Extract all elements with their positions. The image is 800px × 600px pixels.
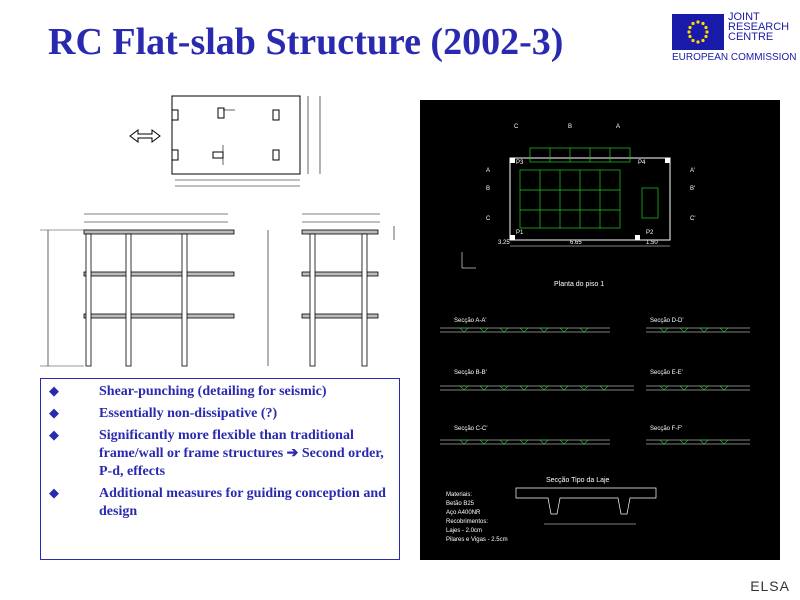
grid-label: A [486, 168, 490, 174]
grid-label: C' [690, 216, 695, 222]
section-label: Secção C-C' [454, 426, 488, 432]
grid-label: B' [690, 186, 695, 192]
list-item: ◆ Additional measures for guiding concep… [49, 485, 393, 521]
materials-line: Recobrimentos: [446, 519, 488, 525]
materials-line: Aço A400NR [446, 510, 481, 516]
diamond-bullet-icon: ◆ [49, 405, 59, 420]
materials-line: Materiais: [446, 492, 472, 498]
structure-sketch [30, 90, 410, 370]
footer-elsa: ELSA [750, 578, 790, 594]
list-item: ◆ Essentially non-dissipative (?) [49, 405, 393, 423]
diamond-bullet-icon: ◆ [49, 427, 59, 442]
jrc-logo: JOINT RESEARCH CENTRE EUROPEAN COMMISSIO… [672, 11, 796, 63]
pillar-label: P1 [516, 230, 524, 236]
grid-label: B [568, 124, 572, 130]
slide-title: RC Flat-slab Structure (2002-3) [48, 21, 564, 63]
bullet-text: Essentially non-dissipative (?) [99, 406, 278, 421]
logo-line-1: JOINT [728, 11, 760, 23]
cad-drawing: P3 P4 P1 P2 C B A A B C A' B' C' 3.25 6.… [420, 100, 780, 560]
bullet-text: Shear-punching (detailing for seismic) [99, 384, 327, 399]
section-label: Secção A-A' [454, 318, 487, 324]
eu-flag-icon [672, 14, 724, 50]
diamond-bullet-icon: ◆ [49, 383, 59, 398]
pillar-label: P4 [638, 160, 646, 166]
dimension: 6.65 [570, 240, 582, 246]
section-label: Secção F-F' [650, 426, 682, 432]
materials-line: Pilares e Vigas - 2.5cm [446, 537, 508, 543]
grid-label: C [514, 124, 519, 130]
dimension: 3.25 [498, 240, 510, 246]
diamond-bullet-icon: ◆ [49, 485, 59, 500]
section-label: Secção D-D' [650, 318, 684, 324]
pillar-label: P2 [646, 230, 654, 236]
dimension: 1.50 [646, 240, 658, 246]
materials-line: Betão B25 [446, 501, 475, 507]
logo-line-2: RESEARCH [728, 21, 790, 33]
logo-commission: EUROPEAN COMMISSION [672, 52, 797, 63]
materials-line: Lajes - 2.0cm [446, 528, 482, 534]
list-item: ◆ Shear-punching (detailing for seismic) [49, 383, 393, 401]
bullet-list: ◆ Shear-punching (detailing for seismic)… [40, 378, 400, 560]
bullet-text: Additional measures for guiding concepti… [99, 486, 386, 519]
pillar-label: P3 [516, 160, 524, 166]
grid-label: C [486, 216, 491, 222]
plan-caption: Planta do piso 1 [554, 281, 604, 288]
bullet-text: Significantly more flexible than traditi… [99, 428, 384, 479]
logo-line-3: CENTRE [728, 31, 774, 43]
slab-caption: Secção Tipo da Laje [546, 477, 610, 484]
list-item: ◆ Significantly more flexible than tradi… [49, 427, 393, 481]
grid-label: A [616, 124, 620, 130]
grid-label: A' [690, 168, 695, 174]
grid-label: B [486, 186, 490, 192]
section-label: Secção B-B' [454, 370, 487, 376]
section-label: Secção E-E' [650, 370, 683, 376]
